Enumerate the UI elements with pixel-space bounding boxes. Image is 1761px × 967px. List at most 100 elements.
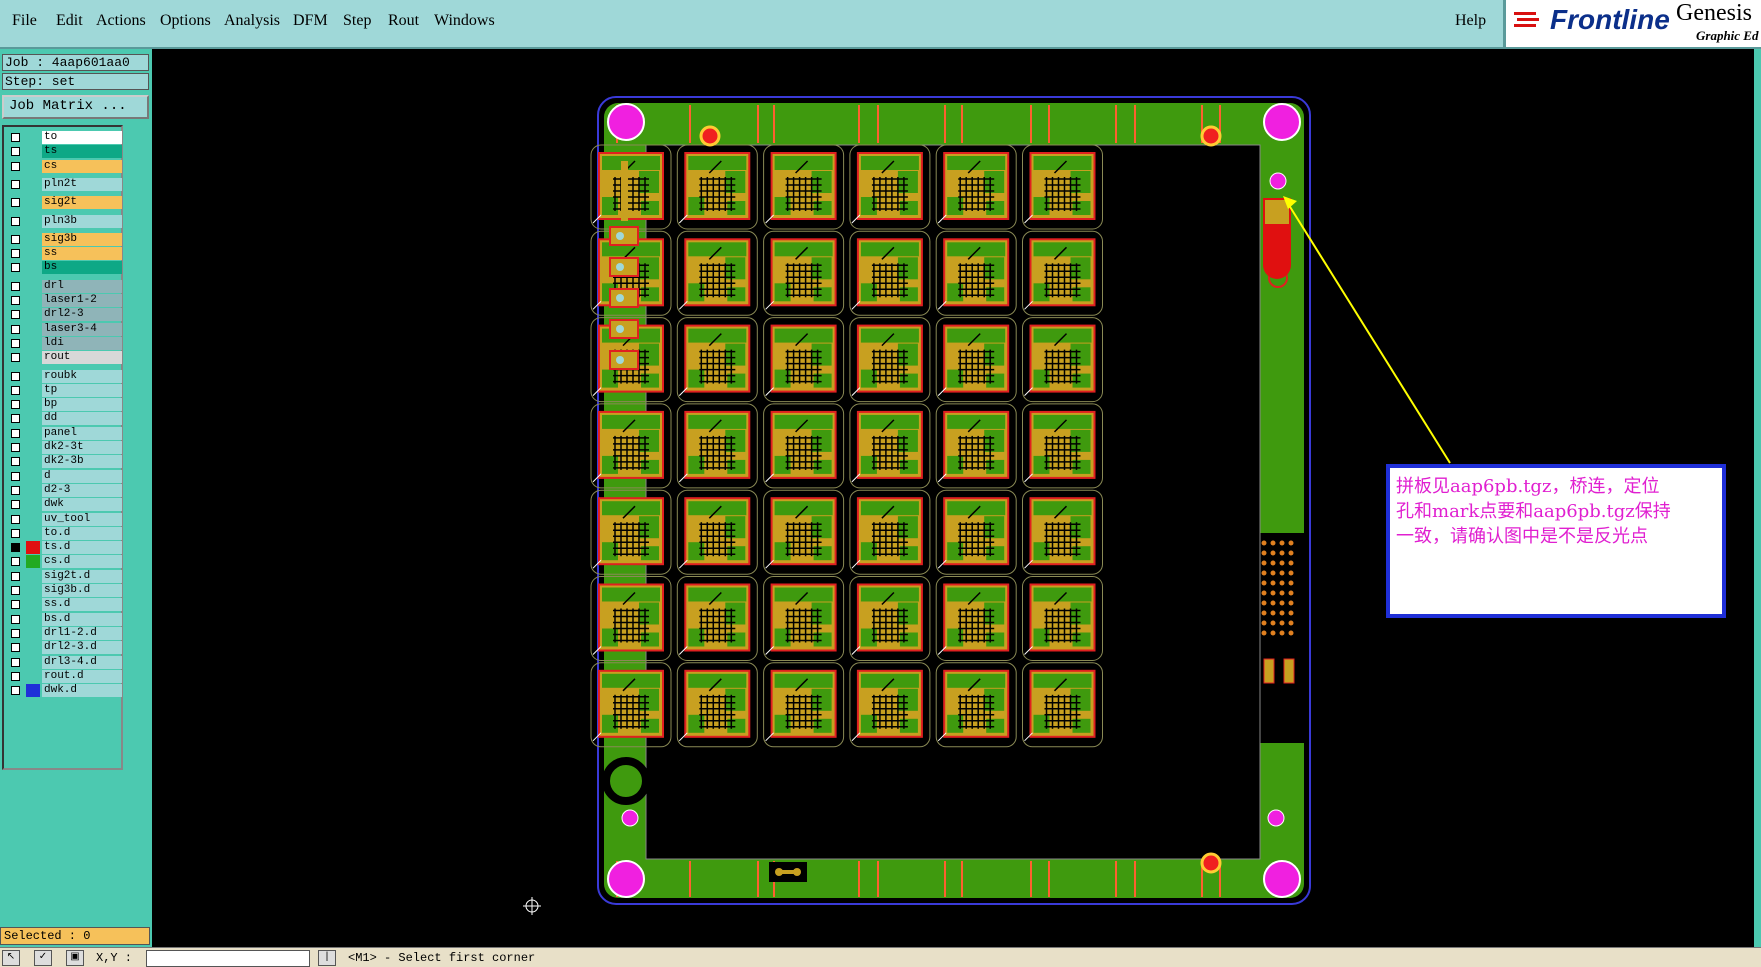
layer-row[interactable]: laser3-4 xyxy=(6,322,122,337)
check-tool-icon[interactable]: ✓ xyxy=(34,950,52,966)
layer-row[interactable]: tp xyxy=(6,383,122,398)
layer-row[interactable]: ts.d xyxy=(6,541,122,555)
layer-row[interactable]: drl2-3 xyxy=(6,308,122,322)
layer-name[interactable]: laser1-2 xyxy=(42,294,122,307)
layer-name[interactable]: sig3b xyxy=(42,232,122,246)
menu-windows[interactable]: Windows xyxy=(434,12,495,29)
right-scroll-strip[interactable] xyxy=(1754,49,1761,947)
layer-checkbox[interactable] xyxy=(11,485,20,495)
layer-name[interactable]: ts.d xyxy=(42,541,122,555)
layer-name[interactable]: bp xyxy=(42,398,122,412)
layer-row[interactable]: dwk xyxy=(6,498,122,512)
layer-checkbox[interactable] xyxy=(11,371,20,381)
layer-name[interactable]: bs.d xyxy=(42,612,122,626)
layer-row[interactable]: dwk.d xyxy=(6,684,122,698)
menu-step[interactable]: Step xyxy=(343,12,372,29)
layer-name[interactable]: sig3b.d xyxy=(42,584,122,597)
layer-row[interactable]: pln2t xyxy=(6,177,122,192)
xy-input[interactable] xyxy=(146,950,310,967)
select-tool-icon[interactable]: ↖ xyxy=(2,950,20,966)
layer-name[interactable]: ts xyxy=(42,145,122,159)
layer-name[interactable]: sig2t.d xyxy=(42,569,122,583)
layer-row[interactable]: sig2t xyxy=(6,196,122,210)
layer-name[interactable]: to xyxy=(42,131,122,144)
menu-file[interactable]: File xyxy=(12,12,37,29)
layer-name[interactable]: d xyxy=(42,469,122,483)
layer-row[interactable]: panel xyxy=(6,426,122,441)
layer-row[interactable]: bs xyxy=(6,261,122,275)
layer-name[interactable]: drl3-4.d xyxy=(42,655,122,669)
layer-row[interactable]: ts xyxy=(6,145,122,159)
layer-name[interactable]: drl1-2.d xyxy=(42,626,122,640)
snap-icon[interactable]: | xyxy=(318,950,336,966)
layer-checkbox[interactable] xyxy=(11,600,20,610)
layer-name[interactable]: ss.d xyxy=(42,598,122,612)
layer-checkbox[interactable] xyxy=(11,198,20,208)
layer-row[interactable]: sig3b xyxy=(6,232,122,247)
menu-dfm[interactable]: DFM xyxy=(293,12,328,29)
layer-row[interactable]: pln3b xyxy=(6,214,122,229)
layer-checkbox[interactable] xyxy=(11,281,20,291)
layer-checkbox[interactable] xyxy=(11,671,20,681)
layer-row[interactable]: uv_tool xyxy=(6,512,122,527)
layer-name[interactable]: dd xyxy=(42,412,122,426)
layer-checkbox[interactable] xyxy=(11,400,20,410)
layer-checkbox[interactable] xyxy=(11,614,20,624)
layer-checkbox[interactable] xyxy=(11,628,20,638)
layer-checkbox[interactable] xyxy=(11,133,20,142)
layer-checkbox[interactable] xyxy=(11,385,20,395)
layer-row[interactable]: drl1-2.d xyxy=(6,626,122,641)
layer-checkbox[interactable] xyxy=(11,324,20,334)
layer-name[interactable]: d2-3 xyxy=(42,483,122,497)
layer-name[interactable]: rout.d xyxy=(42,669,122,683)
layer-checkbox[interactable] xyxy=(11,543,20,553)
layer-checkbox[interactable] xyxy=(11,686,20,696)
layer-row[interactable]: drl2-3.d xyxy=(6,641,122,655)
layer-row[interactable]: ss xyxy=(6,247,122,261)
layer-row[interactable]: drl3-4.d xyxy=(6,655,122,670)
layer-row[interactable]: d xyxy=(6,469,122,484)
layer-name[interactable]: panel xyxy=(42,426,122,440)
layer-name[interactable]: dk2-3t xyxy=(42,441,122,454)
layer-row[interactable]: laser1-2 xyxy=(6,294,122,308)
layer-name[interactable]: ldi xyxy=(42,336,122,350)
layer-checkbox[interactable] xyxy=(11,263,20,273)
layer-checkbox[interactable] xyxy=(11,657,20,667)
layer-row[interactable]: rout.d xyxy=(6,669,122,684)
layer-name[interactable]: sig2t xyxy=(42,196,122,210)
layer-checkbox[interactable] xyxy=(11,296,20,305)
layer-checkbox[interactable] xyxy=(11,338,20,348)
layer-checkbox[interactable] xyxy=(11,179,20,189)
layer-name[interactable]: cs xyxy=(42,159,122,173)
layer-checkbox[interactable] xyxy=(11,216,20,226)
layer-row[interactable]: cs xyxy=(6,159,122,174)
layer-name[interactable]: pln3b xyxy=(42,214,122,228)
layer-checkbox[interactable] xyxy=(11,161,20,171)
layer-checkbox[interactable] xyxy=(11,353,20,363)
layer-checkbox[interactable] xyxy=(11,414,20,424)
layer-name[interactable]: tp xyxy=(42,383,122,397)
layer-name[interactable]: laser3-4 xyxy=(42,322,122,336)
layer-row[interactable]: roubk xyxy=(6,369,122,384)
layer-row[interactable]: to xyxy=(6,131,122,145)
layer-checkbox[interactable] xyxy=(11,428,20,438)
zoom-tool-icon[interactable]: ▣ xyxy=(66,950,84,966)
layer-name[interactable]: drl xyxy=(42,279,122,293)
layer-row[interactable]: cs.d xyxy=(6,555,122,569)
menu-edit[interactable]: Edit xyxy=(56,12,83,29)
layer-name[interactable]: ss xyxy=(42,247,122,261)
layer-checkbox[interactable] xyxy=(11,471,20,481)
layer-row[interactable]: rout xyxy=(6,351,122,365)
layer-name[interactable]: pln2t xyxy=(42,177,122,191)
graphic-canvas[interactable] xyxy=(152,49,1754,947)
layer-checkbox[interactable] xyxy=(11,249,20,259)
layer-checkbox[interactable] xyxy=(11,500,20,510)
job-matrix-button[interactable]: Job Matrix ... xyxy=(2,95,149,119)
layer-row[interactable]: ss.d xyxy=(6,598,122,612)
layer-row[interactable]: bp xyxy=(6,398,122,412)
layer-name[interactable]: to.d xyxy=(42,526,122,540)
layer-row[interactable]: sig2t.d xyxy=(6,569,122,584)
menu-analysis[interactable]: Analysis xyxy=(224,12,280,29)
layer-row[interactable]: ldi xyxy=(6,336,122,351)
layer-name[interactable]: drl2-3.d xyxy=(42,641,122,655)
